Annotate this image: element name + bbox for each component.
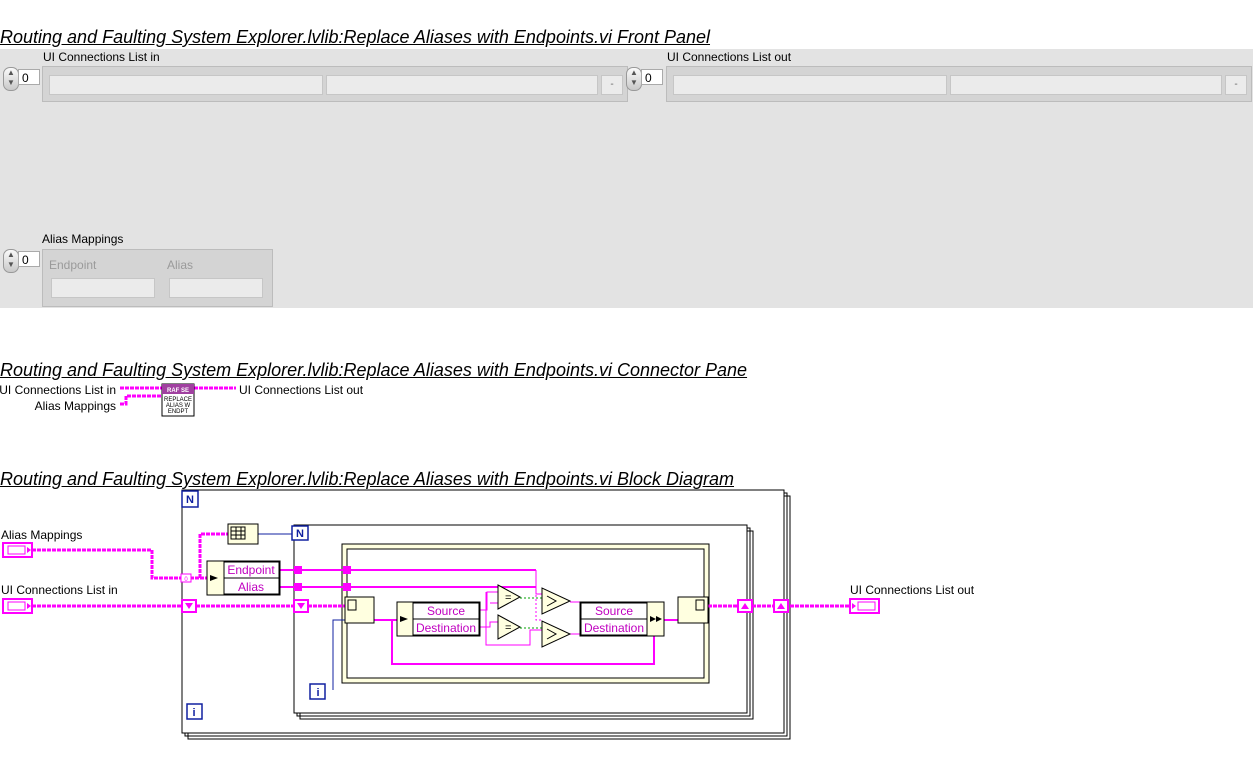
endpoint-field-label: Endpoint xyxy=(49,258,97,272)
alias-tunnel-inner xyxy=(343,583,351,591)
outer-loop-index-symbol: i xyxy=(192,707,195,719)
outer-shift-register-left[interactable] xyxy=(181,599,197,613)
inner-shift-register-right[interactable] xyxy=(737,599,753,613)
destination-cell[interactable] xyxy=(326,75,598,95)
svg-text:=: = xyxy=(505,592,511,604)
ui-connections-out-array: - xyxy=(666,66,1252,102)
unbundle-endpoint-label: Endpoint xyxy=(227,563,275,577)
equal-comparator-2[interactable]: = xyxy=(497,614,522,640)
destination-cell[interactable] xyxy=(950,75,1222,95)
index-value[interactable]: 0 xyxy=(18,251,40,267)
index-value[interactable]: 0 xyxy=(641,69,663,85)
wire-source-eq xyxy=(480,591,498,611)
block-diagram: N i N i Alias Mappings UI Connections Li… xyxy=(1,489,975,740)
bundle-source-label: Source xyxy=(595,604,633,618)
ui-connections-out-label: UI Connections List out xyxy=(667,50,792,64)
cp-output-ui-connections: UI Connections List out xyxy=(239,383,364,397)
ui-connections-out-index[interactable]: ▲▼ 0 xyxy=(626,67,664,91)
indexing-tunnel xyxy=(180,573,192,583)
wires xyxy=(32,532,850,690)
icon-line-2: ALIAS W xyxy=(166,403,191,409)
index-spinner-icon[interactable]: ▲▼ xyxy=(626,67,642,91)
bundle-destination-label: Destination xyxy=(584,621,644,635)
connector-pane: UI Connections List in Alias Mappings UI… xyxy=(0,383,364,417)
bundle-connection-node[interactable]: Source Destination xyxy=(579,601,665,637)
ui-connections-in-label: UI Connections List in xyxy=(43,50,160,64)
bd-ui-connections-out-label: UI Connections List out xyxy=(850,583,975,597)
icon-line-3: ENDPT xyxy=(168,409,189,415)
bd-ui-connections-in-label: UI Connections List in xyxy=(1,583,118,597)
loop-iteration-icon xyxy=(186,703,203,720)
svg-text:=: = xyxy=(505,622,511,634)
loop-count-icon[interactable] xyxy=(181,490,199,508)
connector-pane-title: Routing and Faulting System Explorer.lvl… xyxy=(0,360,748,380)
select-node-2[interactable] xyxy=(541,620,572,648)
outer-loop-count-symbol: N xyxy=(186,494,194,506)
select-node-1[interactable] xyxy=(541,587,572,615)
endpoint-tunnel-left xyxy=(294,566,302,574)
unbundle-connection-node[interactable]: Source Destination xyxy=(396,601,481,637)
block-diagram-title: Routing and Faulting System Explorer.lvl… xyxy=(0,469,735,489)
vi-icon: RAF SE REPLACE ALIAS W ENDPT xyxy=(161,383,195,417)
inner-loop-index-symbol: i xyxy=(316,687,319,699)
unbundle-destination-label: Destination xyxy=(416,621,476,635)
ui-connections-in-terminal-icon[interactable] xyxy=(2,598,33,614)
endpoint-tunnel-inner xyxy=(343,566,351,574)
icon-header-text: RAF SE xyxy=(167,388,189,394)
alias-mappings-index[interactable]: ▲▼ 0 xyxy=(3,249,41,273)
alias-tunnel-left xyxy=(294,583,302,591)
wire-dest-eq xyxy=(480,621,498,628)
wire-endpoint-sel xyxy=(535,570,542,595)
bd-alias-mappings-label: Alias Mappings xyxy=(1,528,82,542)
source-cell[interactable] xyxy=(673,75,947,95)
inner-shift-register-left[interactable] xyxy=(293,599,309,613)
equal-comparator-1[interactable]: = xyxy=(497,584,522,610)
alias-mappings-label: Alias Mappings xyxy=(42,232,124,246)
inner-loop-count-symbol: N xyxy=(296,528,304,540)
wire-alias-mappings xyxy=(32,548,182,580)
ui-connections-in-array: - xyxy=(42,66,628,102)
loop-count-icon[interactable] xyxy=(291,525,309,541)
cp-wire-alias xyxy=(120,394,162,406)
alias-mappings-array: Endpoint Alias xyxy=(42,249,273,307)
indexing-tunnel-value: 0 xyxy=(184,577,188,583)
alias-field-label: Alias xyxy=(167,258,194,272)
in-place-index-left[interactable] xyxy=(344,596,375,624)
wire-index xyxy=(332,619,346,690)
unbundle-alias-label: Alias xyxy=(238,580,264,594)
ui-connections-out-terminal-icon[interactable] xyxy=(849,598,880,614)
alias-field[interactable] xyxy=(169,278,263,298)
endpoint-field[interactable] xyxy=(51,278,155,298)
cp-input-alias-mappings: Alias Mappings xyxy=(35,399,116,413)
wire-endpoint-sel2 xyxy=(535,587,542,621)
source-cell[interactable] xyxy=(49,75,323,95)
in-place-index-right[interactable] xyxy=(677,596,709,624)
unbundle-alias-node[interactable]: Endpoint Alias xyxy=(206,560,281,596)
loop-iteration-icon xyxy=(309,683,326,700)
wire-source-sel xyxy=(485,592,542,646)
ui-connections-in-index[interactable]: ▲▼ 0 xyxy=(3,67,41,91)
dash-cell[interactable]: - xyxy=(1225,75,1247,95)
index-value[interactable]: 0 xyxy=(18,69,40,85)
cp-input-ui-connections: UI Connections List in xyxy=(0,383,116,397)
outer-shift-register-right[interactable] xyxy=(773,599,789,613)
unbundle-source-label: Source xyxy=(427,604,465,618)
front-panel: UI Connections List in ▲▼ 0 - UI Connect… xyxy=(0,49,1253,308)
front-panel-title: Routing and Faulting System Explorer.lvl… xyxy=(0,27,711,47)
wire-to-array-size xyxy=(190,532,228,580)
icon-line-1: REPLACE xyxy=(164,397,192,403)
alias-mappings-terminal-icon[interactable] xyxy=(2,542,33,558)
array-size-node[interactable] xyxy=(227,523,259,545)
dash-cell[interactable]: - xyxy=(601,75,623,95)
